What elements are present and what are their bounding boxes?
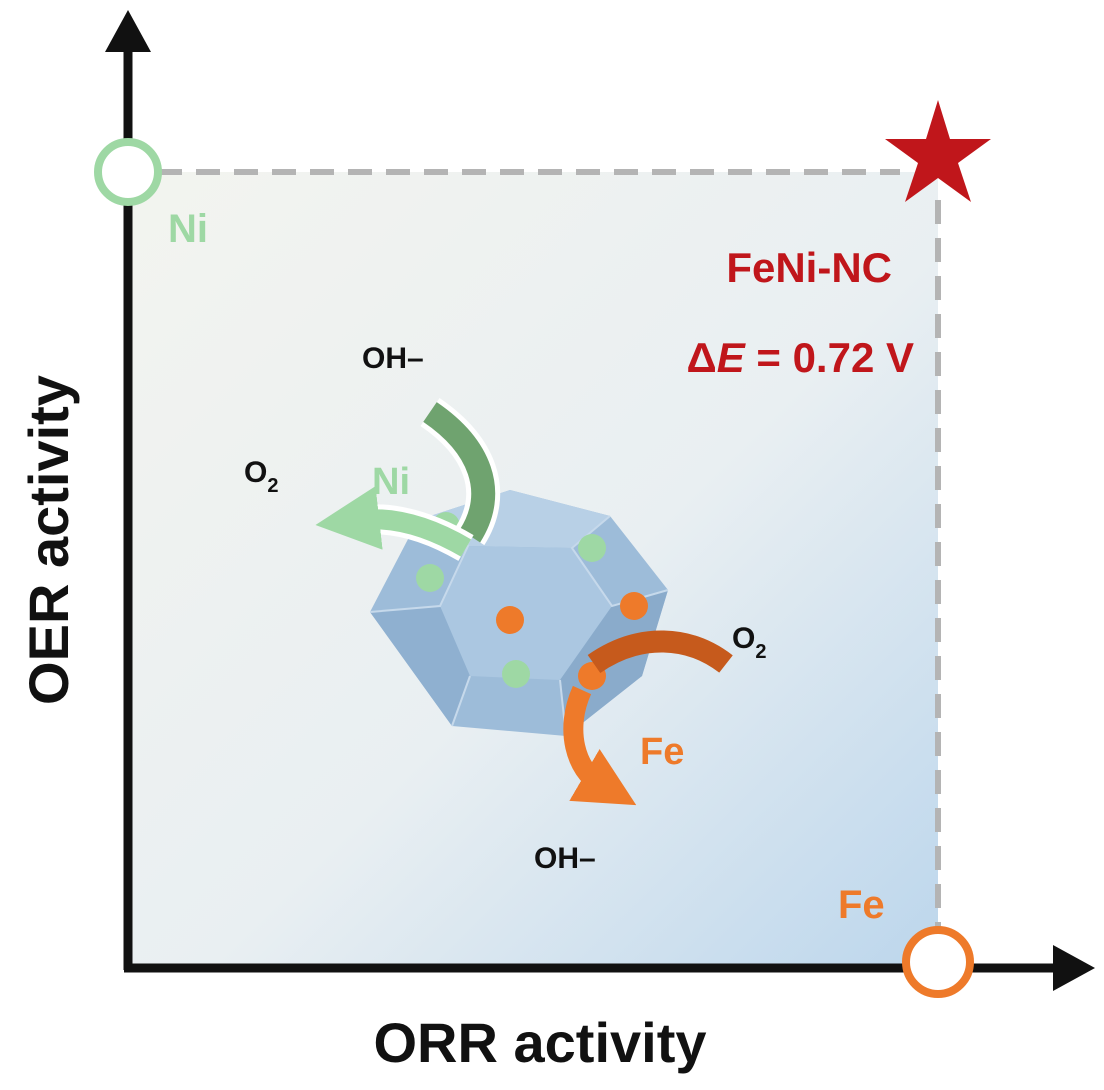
orr-reactant-main: O (732, 622, 755, 655)
fe-corner-label: Fe (838, 883, 885, 927)
ni-site (502, 660, 530, 688)
x-axis-label: ORR activity (374, 1011, 707, 1074)
orr-reactant-sub: 2 (755, 641, 766, 663)
x-axis-arrowhead (1053, 945, 1095, 991)
orr-reactant-label: O2 (732, 622, 766, 663)
catalyst-name: FeNi-NC (726, 244, 892, 291)
fe-site (620, 592, 648, 620)
ni-site (416, 564, 444, 592)
oer-incoming-arrow (423, 402, 496, 543)
oer-outgoing-arrow (315, 486, 472, 557)
ni-corner-label: Ni (168, 207, 208, 251)
fe-site (496, 606, 524, 634)
star-icon (885, 100, 991, 202)
delta-value: = 0.72 V (745, 334, 914, 381)
orr-outgoing-arrow (563, 685, 637, 806)
ni-site (578, 534, 606, 562)
delta-symbol: Δ (687, 334, 717, 381)
fe-marker-icon (902, 926, 974, 998)
oer-site-label: Ni (372, 461, 410, 503)
ni-marker-icon (94, 138, 162, 206)
delta-variable: E (717, 334, 747, 381)
oer-product-label: O2 (244, 456, 278, 497)
oer-product-main: O (244, 456, 267, 489)
orr-incoming-arrow (587, 630, 733, 674)
oer-reactant-label: OH– (362, 342, 424, 375)
delta-e-label: ΔE = 0.72 V (687, 334, 915, 381)
orr-site-label: Fe (640, 731, 684, 773)
orr-product-label: OH– (534, 842, 596, 875)
y-axis-label: OER activity (17, 375, 80, 705)
y-axis-arrowhead (105, 10, 151, 52)
oer-product-sub: 2 (267, 475, 278, 497)
